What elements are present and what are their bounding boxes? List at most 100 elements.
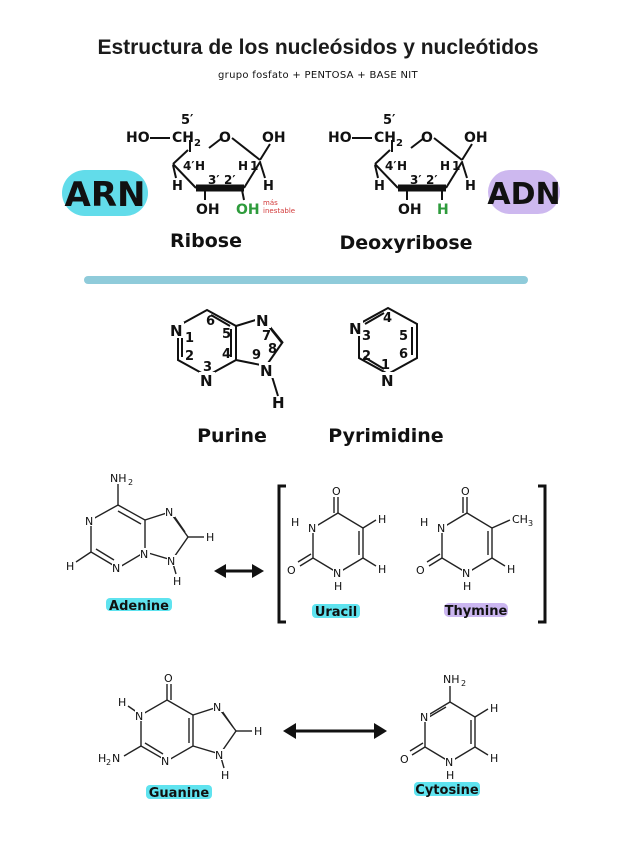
adenine-n-b: N bbox=[112, 562, 120, 575]
deoxyribose-bond bbox=[374, 163, 399, 189]
thymine-name: Thymine bbox=[445, 604, 508, 619]
deoxyribose-c3: 3′ bbox=[410, 173, 422, 187]
guanine-n7: N bbox=[213, 701, 221, 714]
uracil-o-bottom: O bbox=[287, 564, 296, 577]
uracil-o-top: O bbox=[332, 485, 341, 498]
rna-badge: ARN bbox=[62, 170, 148, 216]
cytosine-ring bbox=[424, 701, 476, 763]
cytosine-h6: H bbox=[490, 752, 498, 765]
guanine-h-n1: H bbox=[118, 696, 126, 709]
ribose-oh-c1: OH bbox=[262, 130, 286, 146]
guanine-h2n-sub: 2 bbox=[106, 758, 111, 767]
guanine-five-ring bbox=[192, 706, 237, 755]
cytosine-double-bond bbox=[428, 706, 447, 718]
adenine-h-bottom: H bbox=[173, 575, 181, 588]
adenine-n-a: N bbox=[85, 515, 93, 528]
guanine-n1: N bbox=[135, 710, 143, 723]
cytosine-n3: N bbox=[420, 711, 428, 724]
ribose-bond bbox=[259, 143, 271, 161]
pyrimidine-bracket bbox=[277, 484, 547, 624]
guanine-labels: O H N N N N H H H 2 N Guanine bbox=[98, 672, 262, 801]
guanine-nh2-bond bbox=[123, 745, 142, 757]
deoxyribose-oh-c3: OH bbox=[398, 202, 422, 218]
pyrimidine-num2: 2 bbox=[362, 349, 371, 364]
adenine-five-ring bbox=[144, 511, 189, 561]
adenine-h-left: H bbox=[66, 560, 74, 573]
adenine-double-bond bbox=[173, 515, 186, 533]
cytosine-structure bbox=[409, 686, 489, 763]
cytosine-nh2-sub: 2 bbox=[461, 679, 466, 688]
deoxyribose-bond bbox=[410, 137, 425, 149]
uracil-ring bbox=[312, 512, 364, 574]
purine-num7: 7 bbox=[262, 329, 271, 344]
deoxyribose-ho: HO bbox=[328, 130, 352, 146]
adenine-nh2: NH bbox=[110, 472, 127, 485]
ribose-note-line1: más bbox=[263, 199, 278, 207]
deoxyribose-c1: 1′ bbox=[452, 159, 464, 173]
purine-num1: 1 bbox=[185, 331, 194, 346]
cytosine-o-bond bbox=[411, 746, 426, 756]
cytosine-h-bond bbox=[474, 708, 489, 718]
ribose-oh-c2: OH bbox=[236, 202, 260, 218]
thymine-ch3-bond bbox=[491, 519, 511, 529]
deoxyribose-h-right: H bbox=[465, 179, 476, 194]
ribose-h-right: H bbox=[263, 179, 274, 194]
ribose-labels: HO CH 2 5′ O OH 4′ H 3′ 2′ H 1′ H H OH O… bbox=[126, 113, 295, 252]
adenine-double-bond bbox=[117, 510, 142, 525]
thymine-labels: O O H N N H CH 3 H Thymine bbox=[416, 485, 533, 619]
guanine-six-ring bbox=[140, 699, 194, 762]
cytosine-n1: N bbox=[445, 756, 453, 769]
purine-num5: 5 bbox=[222, 327, 231, 342]
deoxyribose-structure bbox=[352, 137, 473, 200]
deoxyribose-h-left: H bbox=[374, 179, 385, 194]
ribose-c1: 1′ bbox=[250, 159, 262, 173]
page-subtitle: grupo fosfato + PENTOSA + BASE NIT bbox=[218, 70, 418, 81]
ribose-oh-c3: OH bbox=[196, 202, 220, 218]
guanine-n9: N bbox=[215, 749, 223, 762]
ribose-ho: HO bbox=[126, 130, 150, 146]
thymine-h6: H bbox=[507, 563, 515, 576]
guanine-n3: N bbox=[161, 755, 169, 768]
thymine-ch3-sub: 3 bbox=[528, 519, 533, 528]
purine-num2: 2 bbox=[185, 349, 194, 364]
uracil-n3: N bbox=[308, 522, 316, 535]
ribose-ch2: CH bbox=[172, 130, 194, 146]
pyrimidine-num5: 5 bbox=[399, 329, 408, 344]
guanine-h2n: H bbox=[98, 752, 106, 765]
thymine-o-bottom: O bbox=[416, 564, 425, 577]
thymine-structure bbox=[426, 497, 511, 574]
purine-n3: N bbox=[200, 372, 213, 390]
purine-num6: 6 bbox=[206, 314, 215, 329]
deoxyribose-bond bbox=[445, 161, 463, 189]
uracil-h-bond bbox=[362, 519, 377, 529]
guanine-name: Guanine bbox=[149, 786, 210, 801]
deoxyribose-h4: H bbox=[397, 159, 407, 173]
deoxyribose-bond bbox=[374, 149, 391, 165]
deoxyribose-bond bbox=[461, 161, 468, 179]
pyrimidine-double-bond bbox=[364, 312, 385, 325]
purine-n7: N bbox=[256, 312, 269, 330]
pair-arrow-guanine bbox=[283, 723, 387, 739]
uracil-h-n1: H bbox=[334, 580, 342, 593]
thymine-h-n3: H bbox=[420, 516, 428, 529]
adenine-n-e: N bbox=[167, 555, 175, 568]
thymine-n3: N bbox=[437, 522, 445, 535]
uracil-h5: H bbox=[378, 513, 386, 526]
uracil-n1: N bbox=[333, 567, 341, 580]
ribose-ring-o: O bbox=[219, 130, 231, 146]
pyrimidine-labels: N 3 4 5 6 2 1 N Pyrimidine bbox=[328, 311, 443, 447]
deoxyribose-bond bbox=[433, 137, 463, 161]
adenine-nh2-sub: 2 bbox=[128, 478, 133, 487]
pyrimidine-num3: 3 bbox=[362, 329, 371, 344]
uracil-labels: O O H N N H H H Uracil bbox=[287, 485, 386, 620]
ribose-name: Ribose bbox=[170, 230, 242, 252]
ribose-bond bbox=[243, 161, 261, 189]
thymine-ch3: CH bbox=[512, 513, 528, 526]
uracil-h-n3: H bbox=[291, 516, 299, 529]
pyrimidine-num6: 6 bbox=[399, 347, 408, 362]
purine-num3: 3 bbox=[203, 360, 212, 375]
dna-badge: ADN bbox=[487, 170, 561, 214]
purine-double-bond bbox=[210, 314, 231, 327]
uracil-h6: H bbox=[378, 563, 386, 576]
